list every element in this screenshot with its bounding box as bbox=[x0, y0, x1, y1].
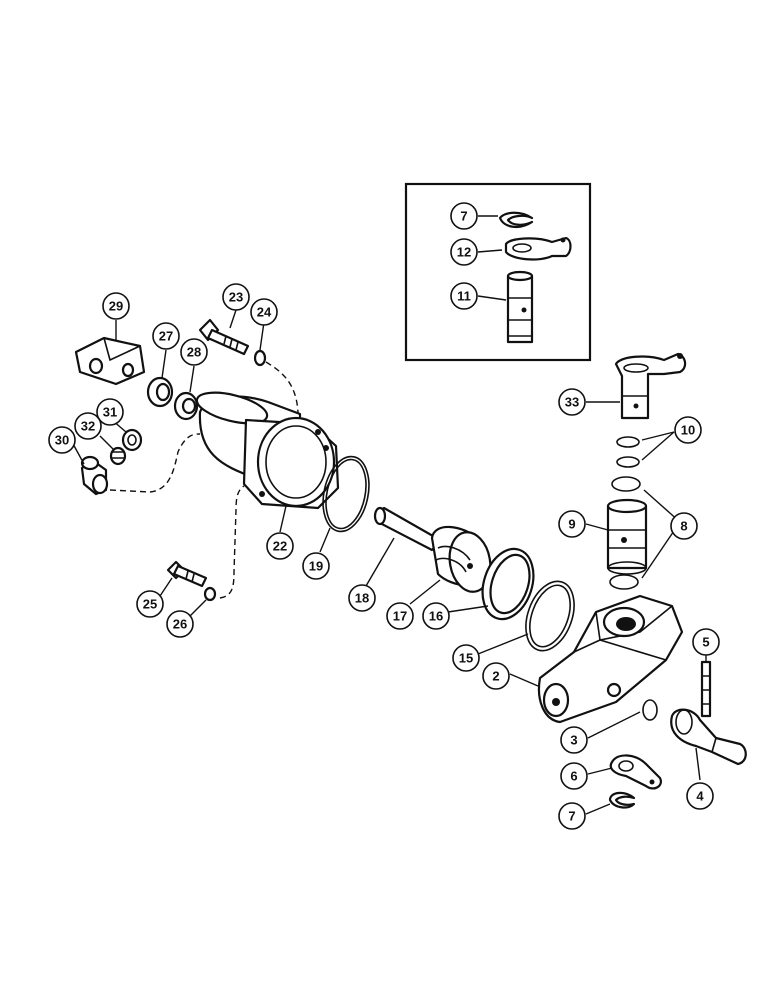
svg-text:19: 19 bbox=[309, 559, 323, 574]
part-seal-28 bbox=[173, 365, 199, 421]
svg-text:5: 5 bbox=[702, 635, 709, 650]
callout-2: 2 bbox=[482, 662, 510, 690]
part-elbow-30 bbox=[71, 441, 109, 496]
svg-text:12: 12 bbox=[457, 245, 471, 260]
svg-text:18: 18 bbox=[355, 591, 369, 606]
callout-6: 6 bbox=[560, 762, 588, 790]
svg-text:10: 10 bbox=[681, 423, 695, 438]
part-clevis bbox=[74, 320, 146, 386]
callout-17: 17 bbox=[386, 602, 414, 630]
svg-text:6: 6 bbox=[570, 769, 577, 784]
part-plug-32 bbox=[99, 435, 127, 466]
callout-19: 19 bbox=[302, 552, 330, 580]
svg-text:30: 30 bbox=[55, 433, 69, 448]
part-o-rings-10 bbox=[616, 431, 675, 468]
part-spool-lever-33 bbox=[586, 352, 687, 420]
callout-27: 27 bbox=[152, 322, 180, 350]
svg-text:29: 29 bbox=[109, 299, 123, 314]
svg-text:4: 4 bbox=[696, 789, 704, 804]
svg-text:33: 33 bbox=[565, 395, 579, 410]
part-washer-26 bbox=[189, 586, 217, 617]
svg-text:16: 16 bbox=[429, 609, 443, 624]
part-lever-inset bbox=[504, 236, 572, 261]
part-sleeve-9 bbox=[585, 498, 648, 575]
part-bolt-23 bbox=[198, 309, 250, 356]
callout-24: 24 bbox=[250, 298, 278, 326]
part-bolt-25 bbox=[159, 560, 208, 597]
callout-30: 30 bbox=[48, 426, 76, 454]
part-snap-ring-inset bbox=[498, 211, 534, 228]
part-fitting-31 bbox=[111, 419, 143, 452]
callout-9: 9 bbox=[558, 510, 586, 538]
callout-22: 22 bbox=[266, 532, 294, 560]
callout-31: 31 bbox=[96, 398, 124, 426]
part-shaft-4 bbox=[670, 708, 747, 781]
svg-text:31: 31 bbox=[103, 405, 117, 420]
callout-12: 12 bbox=[450, 238, 478, 266]
callout-16: 16 bbox=[422, 602, 450, 630]
callout-25: 25 bbox=[136, 590, 164, 618]
callout-5: 5 bbox=[692, 628, 720, 656]
svg-text:23: 23 bbox=[229, 290, 243, 305]
svg-text:7: 7 bbox=[568, 809, 575, 824]
part-seal-27 bbox=[146, 349, 174, 408]
svg-text:3: 3 bbox=[570, 733, 577, 748]
inset-box bbox=[404, 182, 592, 362]
part-snap-ring-7 bbox=[585, 791, 636, 815]
svg-text:22: 22 bbox=[273, 539, 287, 554]
svg-text:17: 17 bbox=[393, 609, 407, 624]
callout-3: 3 bbox=[560, 726, 588, 754]
callout-26: 26 bbox=[166, 610, 194, 638]
svg-text:28: 28 bbox=[187, 345, 201, 360]
callout-23: 23 bbox=[222, 283, 250, 311]
part-piston-rod bbox=[365, 506, 442, 587]
svg-text:7: 7 bbox=[460, 209, 467, 224]
part-seal-15 bbox=[477, 580, 575, 655]
callout-4: 4 bbox=[686, 782, 714, 810]
callout-33: 33 bbox=[558, 388, 586, 416]
part-o-ring-19 bbox=[319, 455, 370, 553]
callout-7: 7 bbox=[558, 802, 586, 830]
part-pin-5 bbox=[700, 654, 712, 718]
part-valve-housing bbox=[509, 594, 684, 724]
callout-28: 28 bbox=[180, 338, 208, 366]
callout-8: 8 bbox=[670, 512, 698, 540]
svg-text:32: 32 bbox=[81, 419, 95, 434]
part-cylinder-body bbox=[195, 391, 340, 533]
callout-18: 18 bbox=[348, 584, 376, 612]
svg-text:25: 25 bbox=[143, 597, 157, 612]
part-lever-6 bbox=[587, 754, 662, 790]
svg-text:24: 24 bbox=[257, 305, 272, 320]
callout-32: 32 bbox=[74, 412, 102, 440]
callout-29: 29 bbox=[102, 292, 130, 320]
svg-text:8: 8 bbox=[680, 519, 687, 534]
part-pin-inset bbox=[506, 270, 534, 344]
part-wear-ring-16 bbox=[447, 547, 535, 621]
svg-text:11: 11 bbox=[457, 289, 471, 304]
part-o-ring-3 bbox=[587, 699, 658, 739]
callout-7-inset: 7 bbox=[450, 202, 478, 230]
callout-15: 15 bbox=[452, 644, 480, 672]
svg-text:26: 26 bbox=[173, 617, 187, 632]
svg-text:27: 27 bbox=[159, 329, 173, 344]
svg-text:9: 9 bbox=[568, 517, 575, 532]
svg-text:2: 2 bbox=[492, 669, 499, 684]
callout-10: 10 bbox=[674, 416, 702, 444]
svg-text:15: 15 bbox=[459, 651, 473, 666]
callout-11: 11 bbox=[450, 282, 478, 310]
part-washer-24 bbox=[253, 321, 267, 367]
